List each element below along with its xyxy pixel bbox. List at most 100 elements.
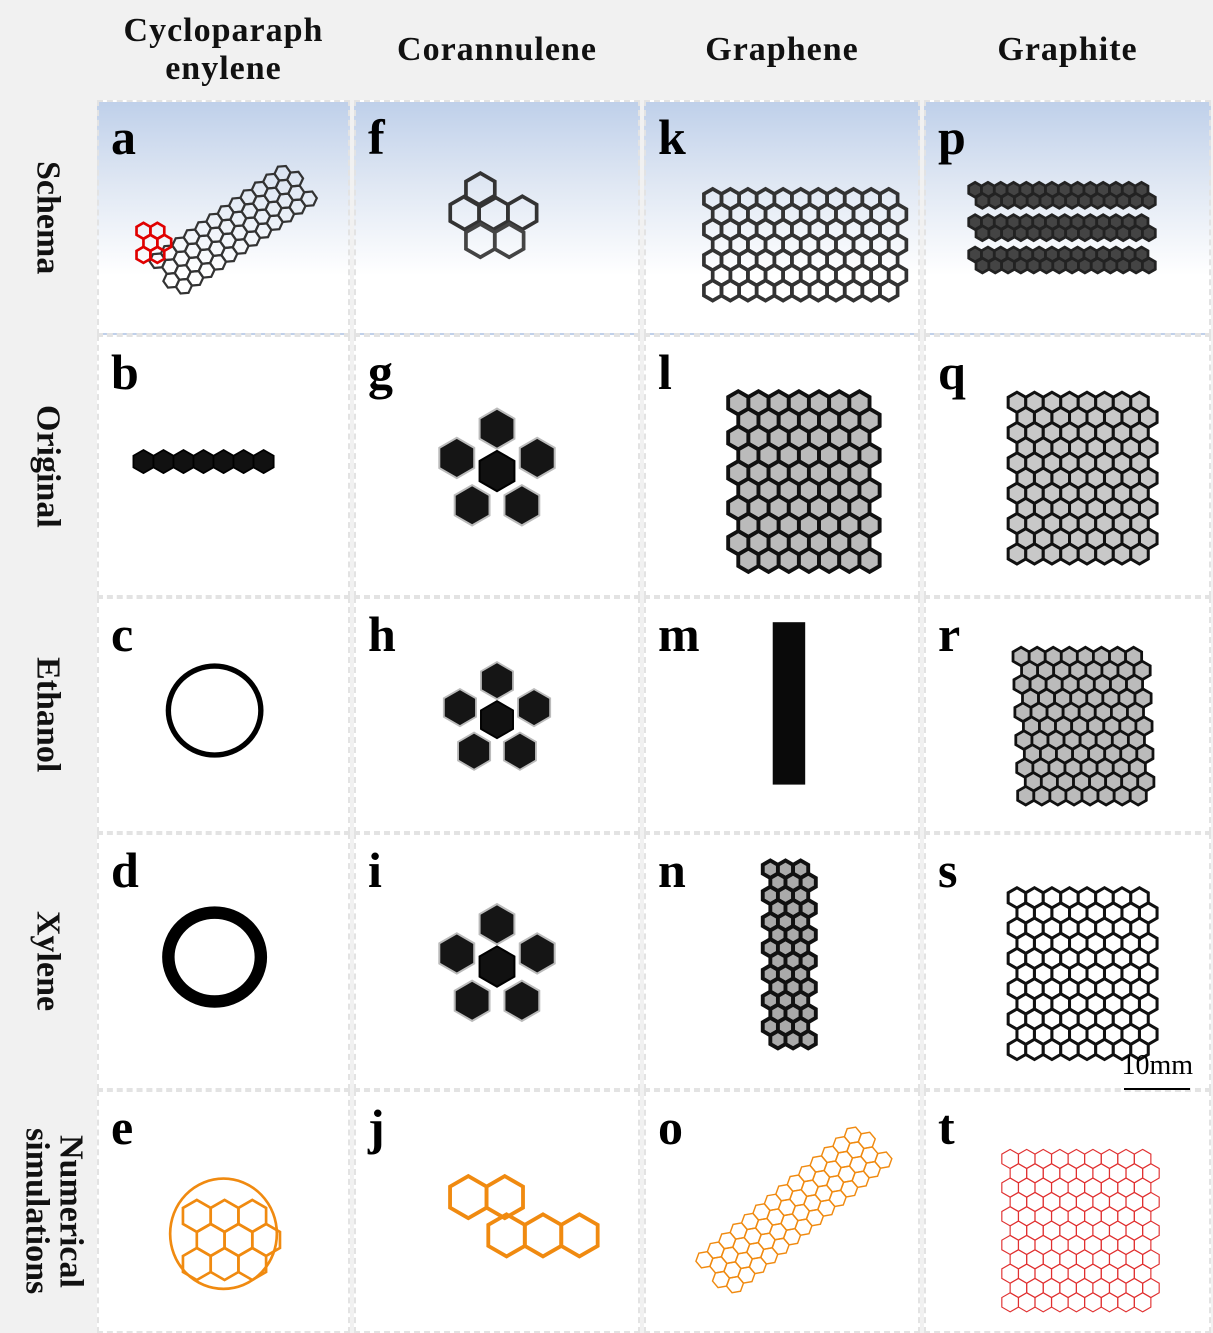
sim-hex [748,1256,768,1275]
printed-hex [1112,784,1132,807]
graphite-layer-hex [1141,256,1157,275]
sim-hex [817,1199,836,1217]
corner [0,0,95,100]
printed-hex [768,1028,788,1051]
graphene-hex [860,278,882,303]
panel-letter: a [111,109,136,165]
printed-hex [442,687,477,728]
panel-letter: m [658,606,700,662]
printed-hex [1059,1037,1080,1062]
printed-hex [192,448,215,475]
sim-hex [874,1151,893,1169]
row-label: Schema [29,160,67,275]
printed-hex [776,546,801,575]
panel-letter: h [368,606,396,662]
panel-illustration [702,186,909,303]
printed-hex [1048,784,1068,807]
graphite-layer-hex [1013,224,1029,243]
highlight-ring-hex [135,245,152,265]
panel-c: c [97,597,350,833]
corannulene-hex [464,171,497,209]
sim-hex [1084,1292,1102,1313]
panel-letter: g [368,344,393,400]
graphite-layer-hex [1064,191,1080,210]
graphite-layer-hex [1038,224,1055,243]
panel-illustration [1006,390,1159,566]
graphene-hex [754,278,777,303]
panel-letter: t [938,1099,955,1155]
panel-letter: s [938,842,958,898]
printed-hex [1076,1037,1098,1062]
graphene-hex [772,278,794,303]
graphite-layer-hex [1025,191,1042,210]
scale-bar: 10mm [1121,1050,1193,1094]
graphite-layer-hex [1077,224,1093,243]
printed-hex [1041,542,1063,566]
printed-hex [1096,784,1116,807]
graphite-layer-hex [1128,191,1144,210]
row-header: Original [0,335,95,597]
panel-illustration [135,164,319,295]
printed-hex [1024,542,1045,566]
panel-f: f [354,100,640,335]
printed-hex [1111,542,1133,566]
sim-hex [237,1246,268,1282]
panel-a: a [97,100,350,335]
corannulene-hex [492,221,526,260]
printed-hex [518,932,556,975]
graphite-layer-hex [987,191,1004,210]
graphite-layer-hex [1089,256,1106,275]
printed-hex [756,546,781,575]
column-header: Graphite [997,31,1138,68]
graphite-layer-hex [1115,224,1132,243]
graphene-hex [842,278,865,303]
graphene-hex [825,278,847,303]
printed-hex [1016,784,1036,807]
printed-hex [857,546,882,575]
rolled-sheet [772,622,806,785]
panel-illustration [1011,645,1156,807]
printed-hex [478,902,516,946]
sim-hex [1001,1292,1020,1313]
panel-letter: r [938,606,961,662]
printed-hex [1041,1037,1063,1062]
printed-hex [817,546,842,575]
graphite-layer-hex [1013,256,1029,275]
sim-hex [759,1247,779,1265]
panel-illustration [165,663,264,758]
graphite-layer-hex [1000,224,1016,243]
printed-hex [798,1028,818,1051]
printed-hex [252,448,275,475]
panel-letter: c [111,606,134,662]
row-label: Xylene [29,911,67,1012]
printed-hex [1006,1037,1028,1062]
printed-hex [453,979,491,1023]
printed-hex [480,700,514,740]
row-label: Ethanol [29,657,67,773]
panel-s: s 10mm [924,833,1211,1094]
graphite-layer-hex [1128,256,1144,275]
graphite-layer-hex [1077,191,1093,210]
sim-hex [1050,1292,1069,1313]
panel-letter: q [938,344,966,400]
printed-ring [165,663,264,758]
row-header: Schema [0,100,95,335]
printed-hex [1094,542,1115,566]
printed-hex [1006,542,1028,566]
graphite-layer-hex [1038,256,1055,275]
graphite-layer-hex [1038,191,1055,210]
panel-h: h [354,597,640,833]
printed-hex [503,979,541,1023]
graphite-layer-hex [974,191,991,210]
panel-i: i [354,833,640,1090]
graphene-hex [737,278,759,303]
printed-hex [1059,542,1080,566]
sim-hex [1117,1292,1135,1313]
column-header: Cycloparaph enylene [123,12,324,87]
graphene-hex [702,278,724,303]
printed-hex [1032,784,1052,807]
printed-hex [478,407,516,451]
panel-d: d [97,833,350,1090]
sim-hex [559,1212,600,1259]
